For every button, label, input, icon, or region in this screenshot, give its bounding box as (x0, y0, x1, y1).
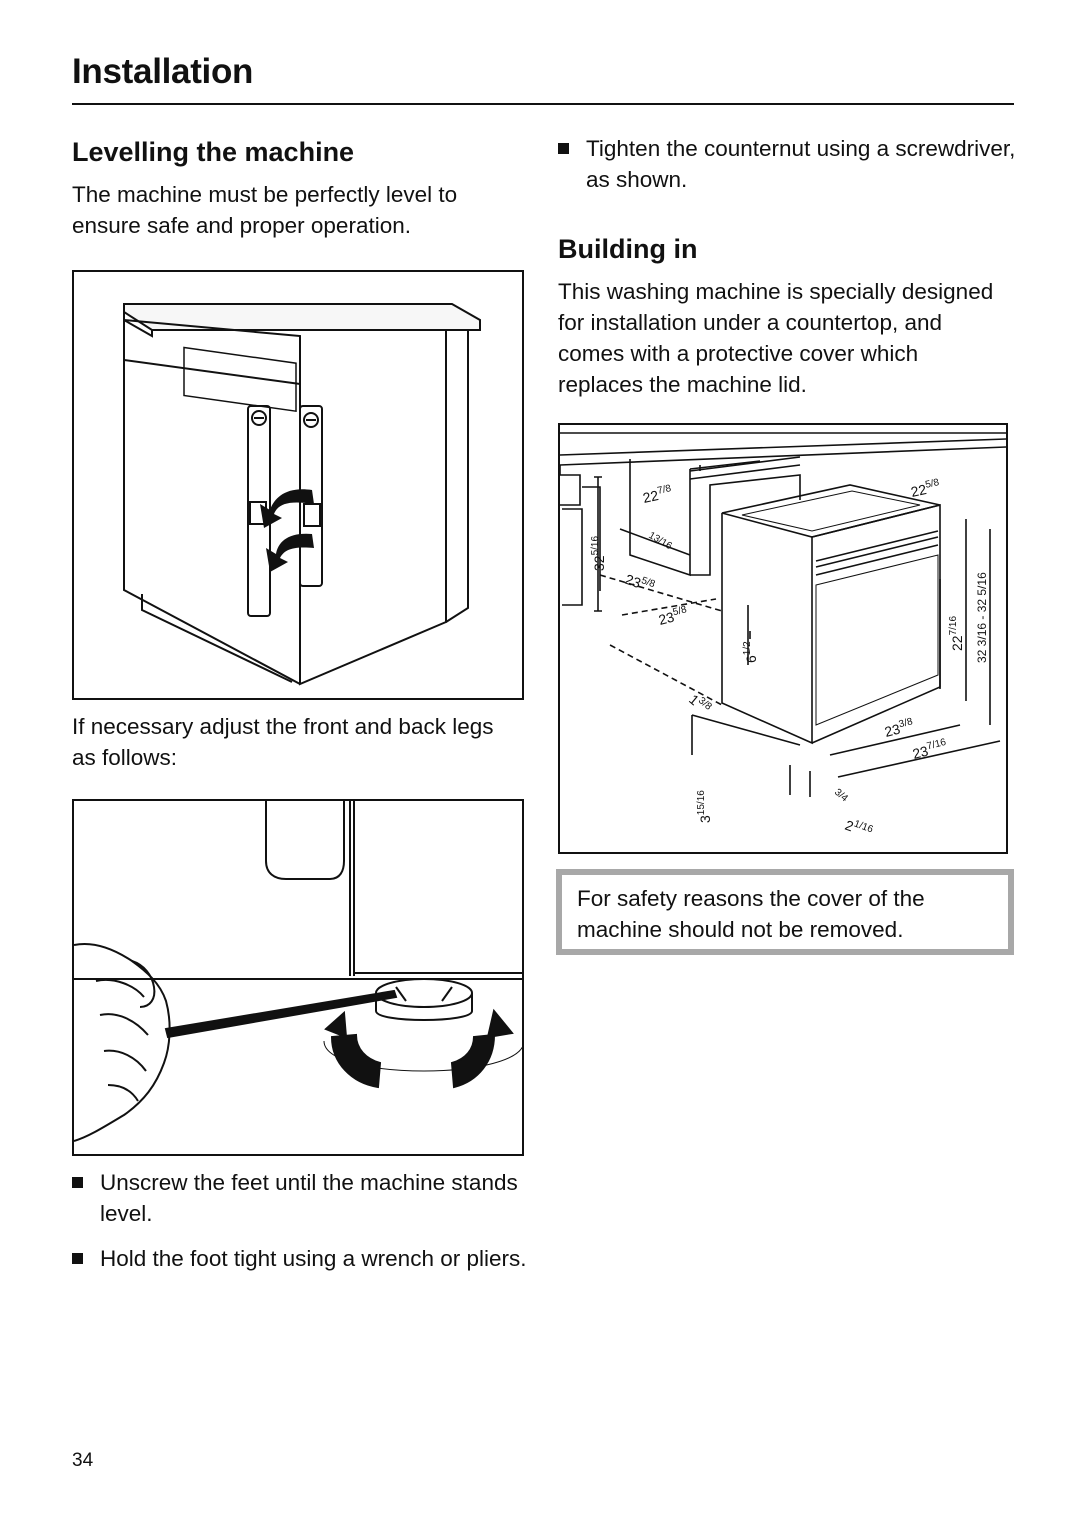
dim-d15-frac: 1/16 (852, 819, 874, 836)
step-hold-foot-text: Hold the foot tight using a wrench or pl… (100, 1246, 527, 1271)
machine-legs-illustration (123, 303, 481, 686)
safety-note-text: For safety reasons the cover of the mach… (577, 886, 925, 942)
figure-foot-adjust (72, 799, 525, 1156)
dim-d2-whole: 22 (909, 481, 928, 500)
dim-d3-whole: 32 (591, 555, 607, 571)
building-in-dimensions-illustration: 227/8 225/8 325/16 13/16 235/8 235/8 61/… (559, 432, 1007, 841)
dim-d12-whole: 23 (911, 743, 930, 762)
figure-machine-legs (72, 270, 524, 700)
dim-d14: 3/4 (832, 787, 850, 805)
dim-d9: 32 3/16 - 32 5/16 (975, 572, 989, 663)
bullet-square-icon (72, 1177, 83, 1188)
dim-d6-frac: 5/8 (672, 604, 689, 618)
svg-text:13/8: 13/8 (686, 690, 714, 717)
svg-text:315/16: 315/16 (696, 790, 713, 823)
bullet-square-icon (72, 1253, 83, 1264)
dim-d11-frac: 3/8 (898, 716, 915, 730)
svg-text:227/8: 227/8 (641, 483, 674, 506)
bullet-square-icon (558, 143, 569, 154)
dim-d1-frac: 7/8 (656, 483, 672, 497)
step-hold-foot: Hold the foot tight using a wrench or pl… (72, 1243, 550, 1274)
page-title: Installation (72, 52, 254, 91)
levelling-caption: If necessary adjust the front and back l… (72, 714, 494, 770)
page-number: 34 (72, 1450, 94, 1471)
svg-text:325/16: 325/16 (590, 536, 607, 571)
dim-d5-whole: 23 (623, 571, 643, 591)
dim-d8-whole: 22 (949, 635, 965, 651)
building-in-body: This washing machine is specially design… (558, 279, 994, 397)
svg-text:237/16: 237/16 (911, 737, 950, 762)
figure-building-in-dimensions: 227/8 225/8 325/16 13/16 235/8 235/8 61/… (558, 423, 1008, 854)
section-heading-building-in: Building in (558, 234, 698, 264)
title-rule (72, 103, 1014, 105)
step-unscrew-feet: Unscrew the feet until the machine stand… (72, 1167, 540, 1229)
dim-d7-whole: 6 (743, 655, 759, 663)
dim-d11-whole: 23 (883, 721, 902, 740)
dim-d3-frac: 5/16 (590, 536, 601, 556)
safety-note: For safety reasons the cover of the mach… (556, 869, 1014, 955)
svg-text:233/8: 233/8 (883, 716, 916, 740)
dim-d4: 13/16 (647, 530, 675, 552)
dim-d5-frac: 5/8 (640, 575, 657, 590)
section-heading-levelling: Levelling the machine (72, 137, 355, 167)
dim-d12-frac: 7/16 (926, 737, 948, 752)
svg-text:235/8: 235/8 (623, 570, 657, 596)
step-tighten-counternut: Tighten the counternut using a screwdriv… (558, 133, 1026, 195)
svg-text:227/16: 227/16 (948, 616, 965, 651)
dim-d1-whole: 22 (641, 487, 660, 506)
svg-text:235/8: 235/8 (657, 604, 690, 628)
step-tighten-counternut-text: Tighten the counternut using a screwdriv… (586, 136, 1016, 192)
step-unscrew-feet-text: Unscrew the feet until the machine stand… (100, 1170, 518, 1226)
dim-d6-whole: 23 (657, 609, 676, 628)
svg-text:61/2: 61/2 (742, 641, 759, 663)
levelling-intro: The machine must be perfectly level to e… (72, 182, 458, 238)
dim-d2-frac: 5/8 (924, 477, 940, 491)
dim-d13-frac: 15/16 (696, 790, 707, 815)
svg-text:225/8: 225/8 (909, 477, 942, 500)
dim-d8-frac: 7/16 (948, 616, 959, 636)
svg-text:21/16: 21/16 (843, 816, 875, 841)
foot-adjust-illustration (73, 801, 525, 1142)
dim-d13-whole: 3 (697, 815, 713, 823)
dim-d7-frac: 1/2 (742, 641, 753, 655)
